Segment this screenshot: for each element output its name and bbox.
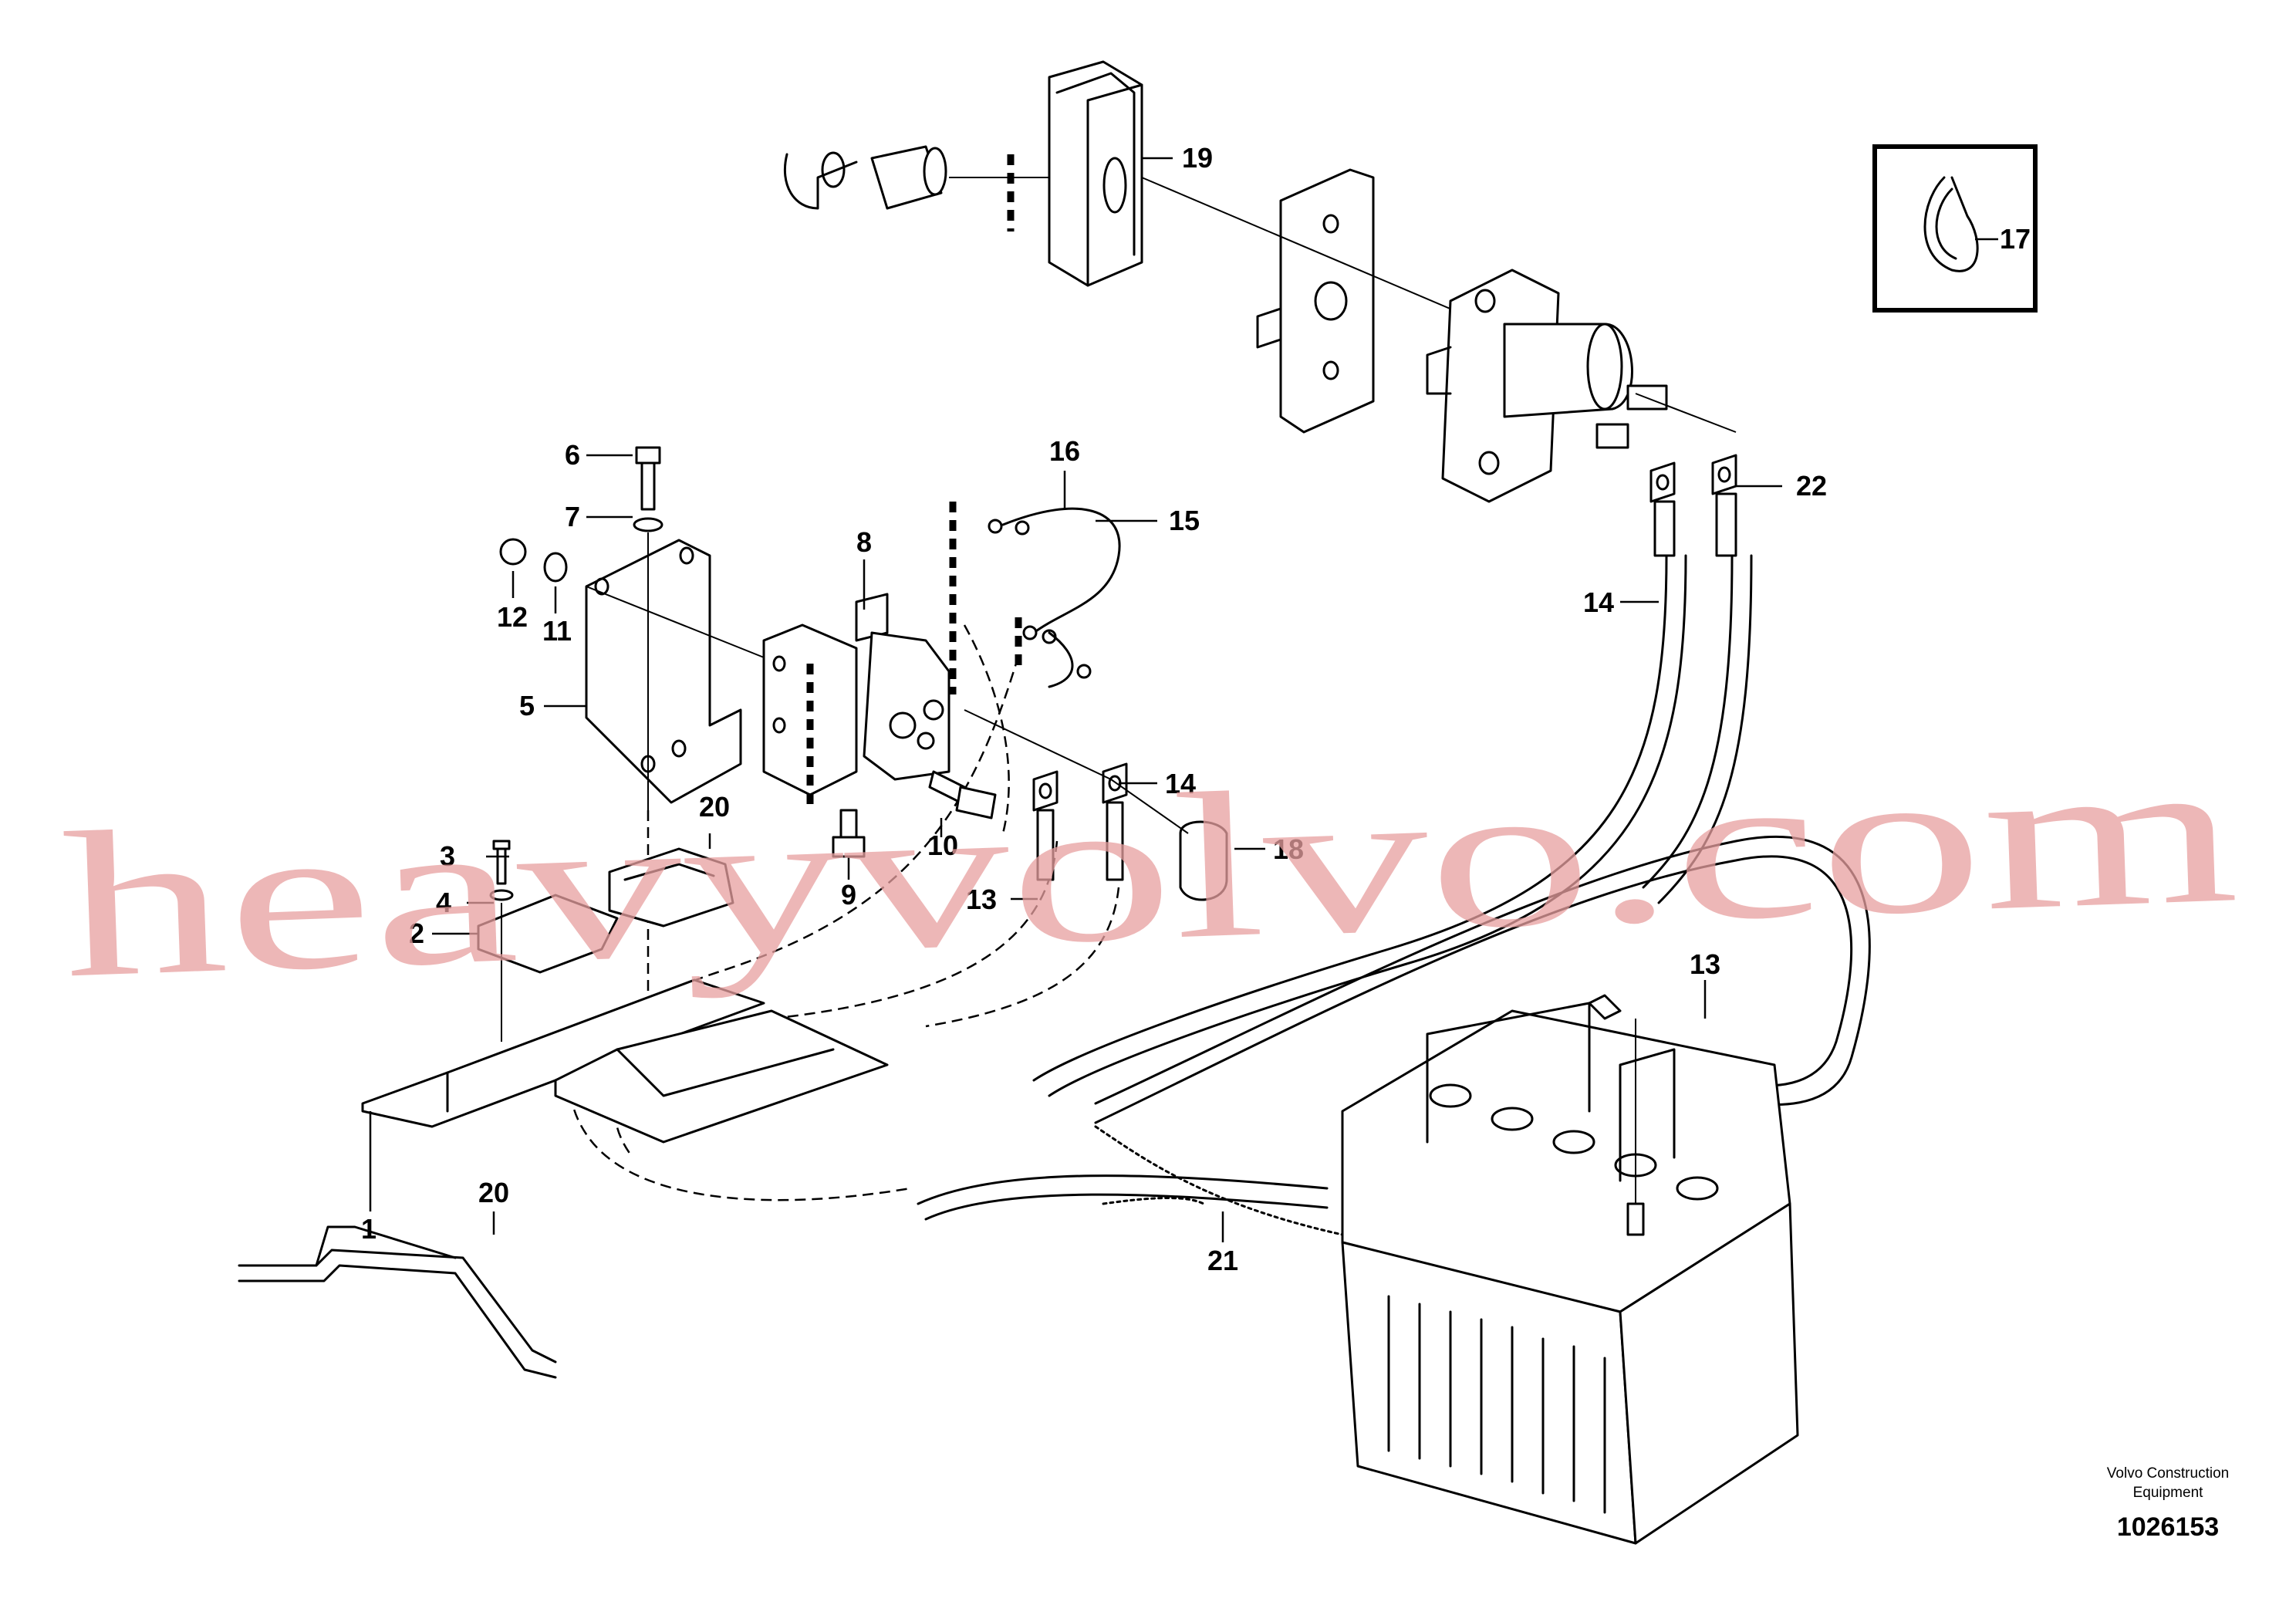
bracket — [585, 532, 780, 810]
callout-13-a: 13 — [966, 884, 997, 915]
callout-20-b: 20 — [478, 1177, 509, 1208]
credit-line-1: Volvo Construction — [2107, 1465, 2229, 1482]
callout-labels: 1 2 3 4 5 6 7 8 9 10 11 12 13 13 13 14 1… — [361, 142, 2031, 1276]
credit-line-2: Equipment — [2133, 1485, 2204, 1501]
small-fasteners — [499, 446, 663, 583]
watermark: heavyvolvo.com — [59, 715, 2242, 1021]
corrugated-conduit — [1094, 1125, 1344, 1236]
callout-17: 17 — [2000, 223, 2031, 255]
leader-lines — [369, 157, 1998, 1242]
switch-bracket — [762, 502, 1022, 810]
cable-lugs-22 — [1649, 454, 1737, 557]
callout-13-b: 13 — [1690, 948, 1720, 980]
callout-12: 12 — [497, 601, 528, 633]
callout-6: 6 — [565, 439, 580, 471]
document-number: 1026153 — [2117, 1512, 2219, 1542]
callout-7: 7 — [565, 501, 580, 532]
callout-14-b: 14 — [1583, 586, 1614, 618]
callout-1: 1 — [361, 1213, 376, 1245]
callout-19: 19 — [1182, 142, 1213, 174]
terminal-cap — [1110, 779, 1228, 901]
battery — [1341, 994, 1799, 1545]
detail-box-cable-tie — [1872, 144, 2038, 313]
callout-22: 22 — [1796, 470, 1827, 502]
callout-5: 5 — [519, 690, 535, 721]
screws — [832, 770, 997, 858]
callout-10: 10 — [927, 830, 958, 861]
callout-18: 18 — [1273, 833, 1304, 865]
retaining-clamp — [238, 1225, 557, 1379]
support-plate — [361, 978, 889, 1144]
callout-8: 8 — [856, 526, 872, 558]
callout-16: 16 — [1049, 435, 1080, 467]
battery-cables — [917, 554, 1871, 1221]
callout-4: 4 — [436, 887, 451, 918]
callout-2: 2 — [409, 917, 424, 949]
callout-3: 3 — [440, 840, 455, 872]
cable-lugs-14 — [964, 709, 1128, 881]
thin-wire — [988, 507, 1121, 688]
callout-9: 9 — [841, 879, 856, 911]
battery-relay — [1426, 269, 1737, 503]
callout-15: 15 — [1169, 505, 1200, 536]
rubber-pad — [608, 847, 734, 928]
callout-20-a: 20 — [699, 791, 730, 823]
callout-21: 21 — [1207, 1245, 1238, 1276]
mounting-plate — [1141, 168, 1505, 434]
callout-14-a: 14 — [1165, 768, 1196, 799]
callout-11: 11 — [542, 615, 572, 647]
relay-cover-assembly — [783, 60, 1143, 287]
